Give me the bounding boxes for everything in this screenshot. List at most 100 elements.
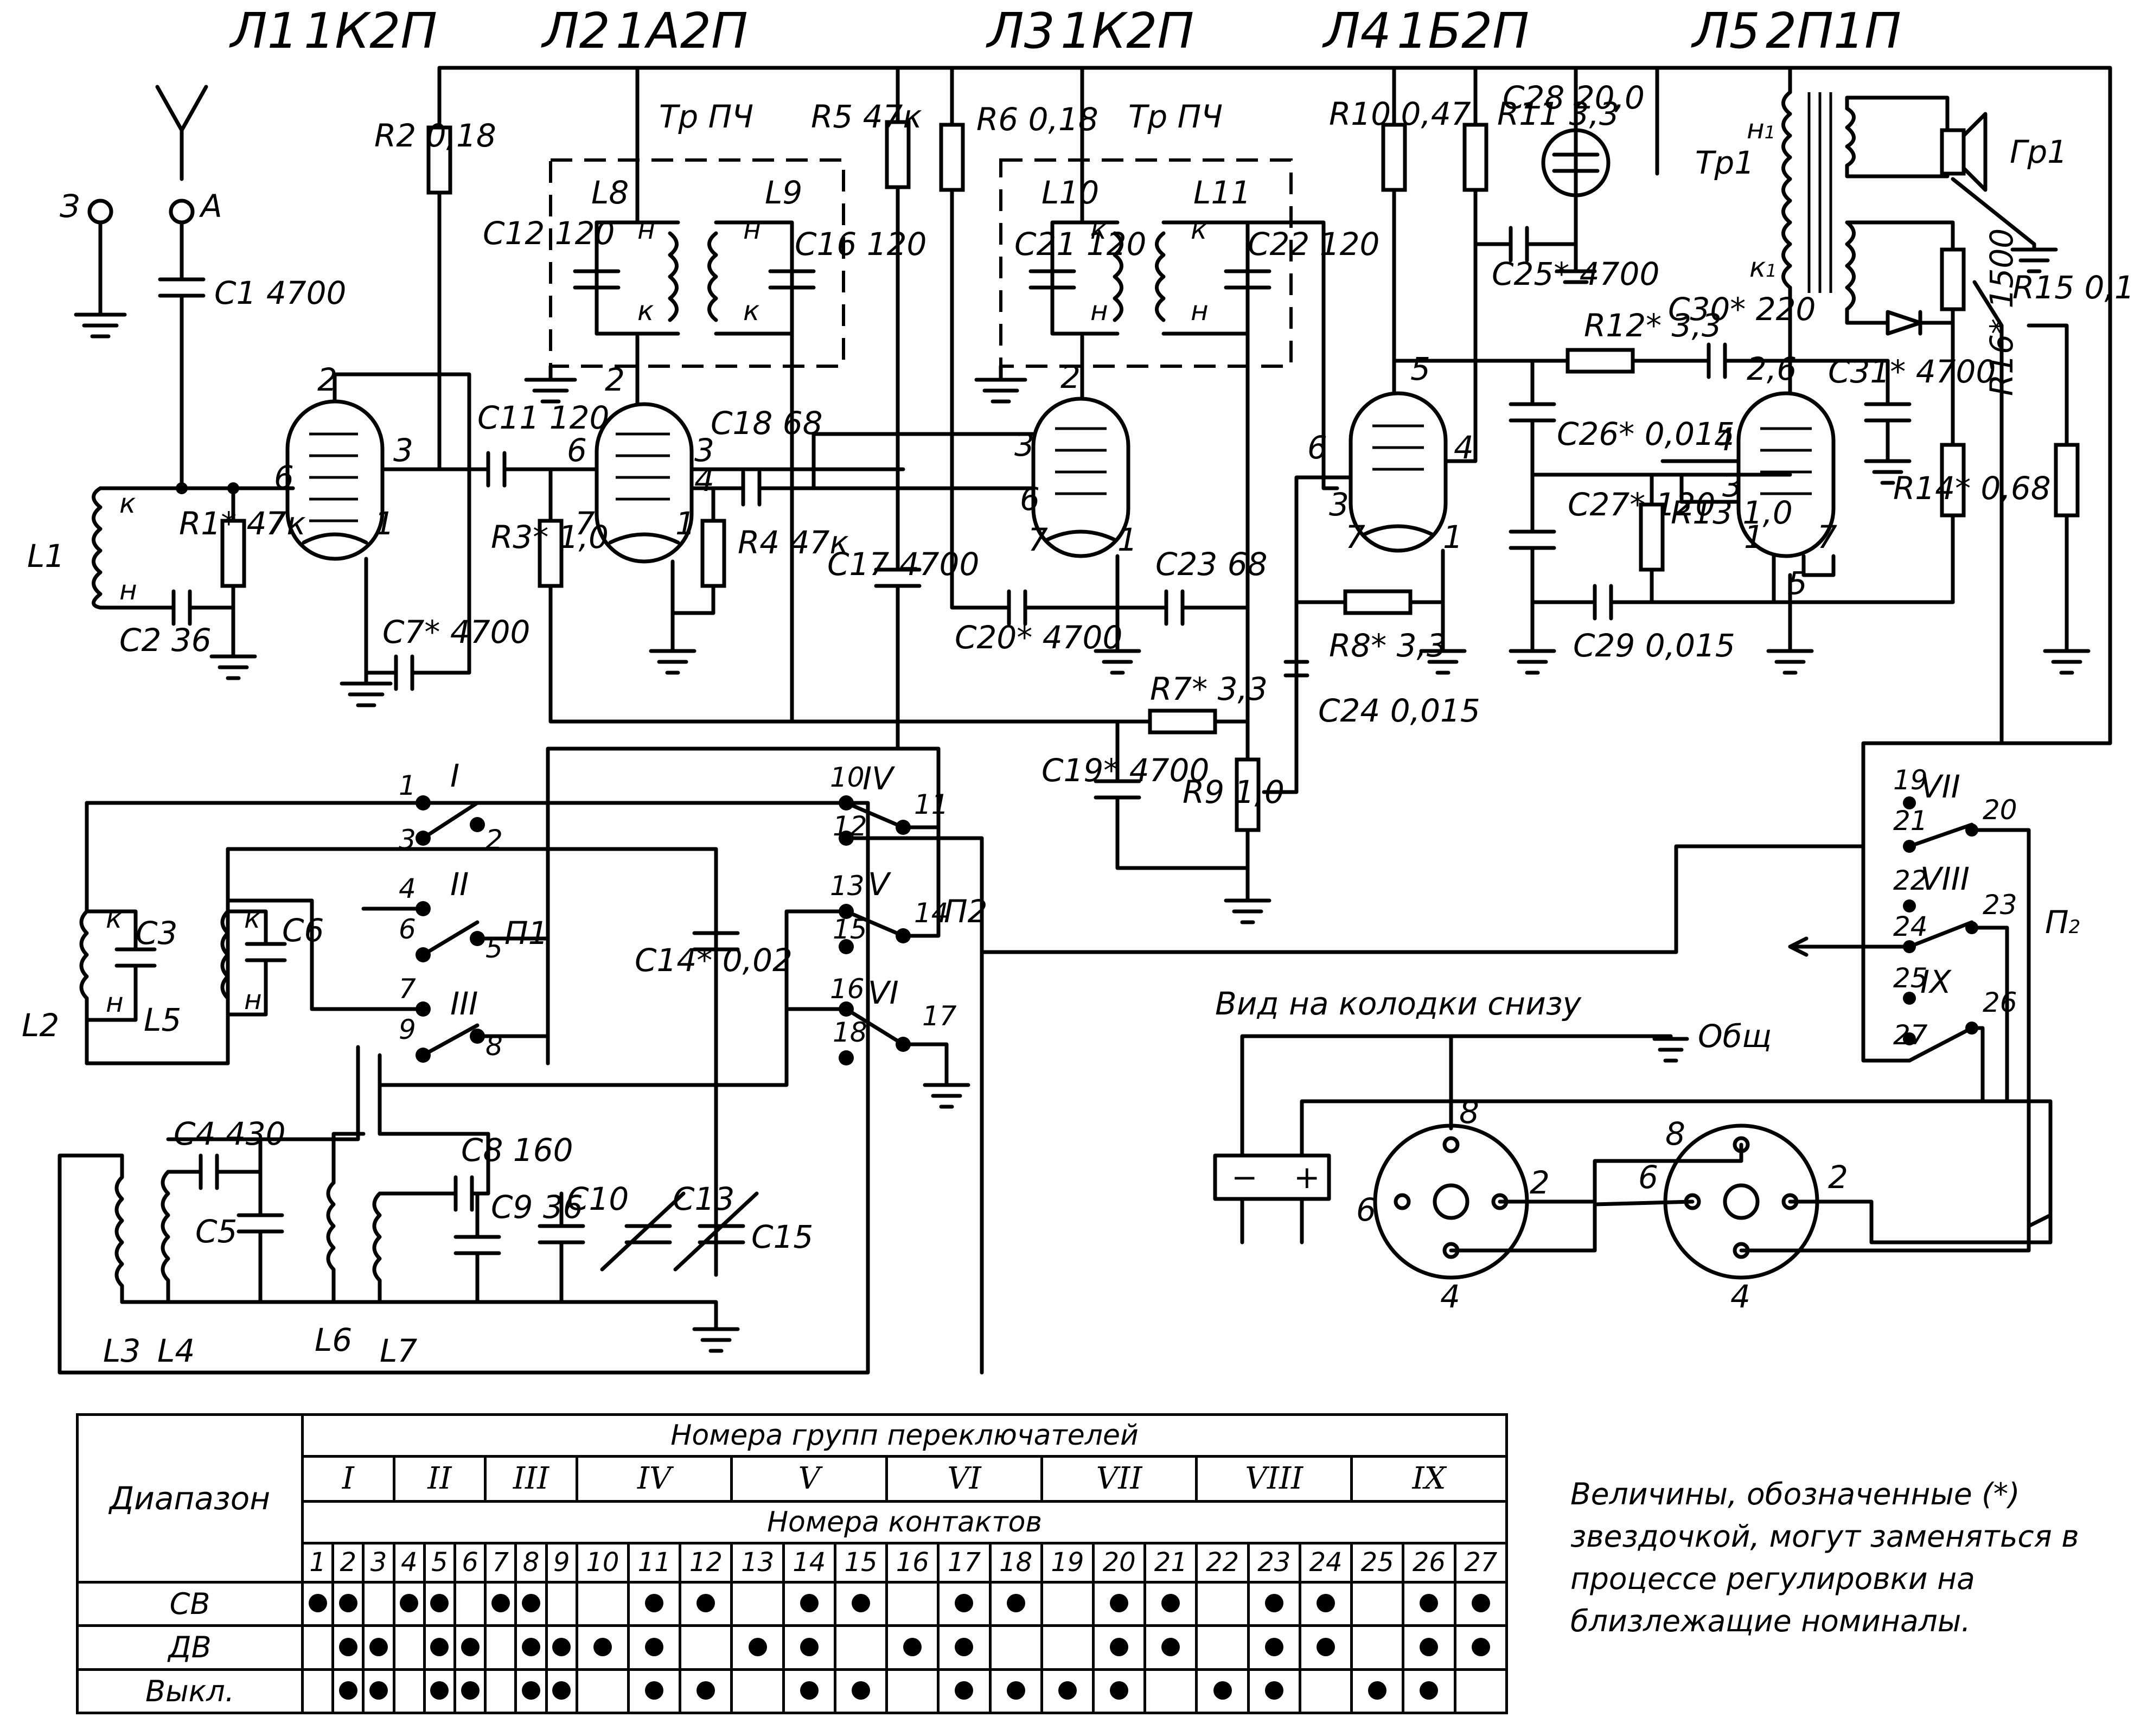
closed-contact-dot [369,1637,388,1656]
closed-contact-dot [1420,1637,1439,1656]
antenna-terminal[interactable] [169,199,195,225]
contact-number: 23 [1247,1541,1301,1584]
socket-b-pin-6: 6 [1638,1159,1658,1196]
svg-text:к1: к1 [1749,252,1777,283]
contact-cell [423,1624,457,1671]
ground-terminal[interactable] [87,199,113,225]
contact-cell [1350,1580,1405,1628]
closed-contact-dot [1058,1681,1077,1700]
antenna-terminal-label: А [199,188,222,225]
svg-text:17: 17 [922,1000,957,1032]
l11-label: L11 [1193,174,1251,211]
group-header: VII [1040,1454,1198,1503]
c30-label: С30* 220 [1668,291,1816,328]
c29-label: С29 0,015 [1573,627,1735,664]
contact-cell [833,1580,889,1628]
contact-cell [988,1668,1043,1715]
svg-text:н: н [106,987,124,1018]
contact-number: 7 [484,1541,517,1584]
r2-label: R2 0,18 [374,117,496,154]
contact-number: 21 [1143,1541,1198,1584]
if2-label: Тр ПЧ [1128,98,1223,135]
contact-number: 20 [1092,1541,1147,1584]
svg-text:4: 4 [399,873,416,904]
r6-resistor [939,123,965,192]
if1-label: Тр ПЧ [659,98,753,135]
contact-cell [937,1668,992,1715]
contact-cell [1247,1580,1301,1628]
contact-number: 10 [575,1541,630,1584]
closed-contact-dot [1264,1637,1283,1656]
svg-text:7: 7 [266,505,286,542]
contact-cell [937,1580,992,1628]
closed-contact-dot [1368,1681,1387,1700]
r3-label: R3* 1,0 [491,519,609,556]
contact-cell [453,1668,487,1715]
tolerance-note: Величины, обозначенные (*) звездочкой, м… [1570,1477,2079,1638]
contact-number: 26 [1402,1541,1456,1584]
svg-text:16: 16 [830,973,865,1005]
svg-text:н: н [1090,295,1108,327]
svg-text:к: к [743,295,759,327]
svg-text:7: 7 [399,973,416,1005]
contact-cell [1040,1624,1095,1671]
svg-text:4: 4 [1714,421,1734,458]
band-coil-bank: L2 С3 L5 С6 кн кн С4 430 С5 С8 160 С9 36… [22,801,813,1369]
speaker-label: Гр1 [2010,133,2067,170]
contact-cell [782,1624,836,1671]
contact-cell [392,1624,426,1671]
contact-cell [1247,1624,1301,1671]
svg-text:н: н [119,575,137,606]
r4-resistor [700,519,726,588]
c14-label: С14* 0,02 [635,942,793,979]
svg-text:к: к [1191,214,1207,245]
contact-cell [423,1580,457,1628]
contact-cell [833,1624,889,1671]
contact-cell [362,1624,395,1671]
c8-label: С8 160 [461,1132,573,1169]
contact-number: 17 [937,1541,992,1584]
contact-cell [1402,1668,1456,1715]
closed-contact-dot [593,1637,612,1656]
contact-cell [301,1668,335,1715]
contact-cell [1298,1580,1353,1628]
group-vi-label: VI [868,974,899,1011]
group-header: V [730,1454,889,1503]
closed-contact-dot [1006,1594,1025,1613]
svg-text:25: 25 [1893,962,1928,994]
svg-text:11: 11 [914,789,949,820]
group-iv-label: IV [862,760,896,797]
contact-cell [1195,1624,1250,1671]
contact-number: 8 [514,1541,548,1584]
closed-contact-dot [852,1681,871,1700]
l8-label: L8 [591,174,629,211]
contact-cell [988,1624,1043,1671]
svg-text:3: 3 [393,432,413,469]
contact-cell [331,1668,365,1715]
svg-text:19: 19 [1893,764,1928,796]
group-v-label: V [868,866,892,903]
contact-cell [362,1668,395,1715]
svg-text:20: 20 [1983,794,2017,826]
contact-cell [1298,1624,1353,1671]
r7-resistor [1148,709,1217,735]
contact-number: 14 [782,1541,836,1584]
r14-label: R14* 0,68 [1893,470,2051,507]
battery-plug[interactable] [1213,1153,1331,1201]
c1-label: С1 4700 [214,275,346,311]
svg-text:6: 6 [1307,429,1327,466]
svg-text:н: н [637,214,655,245]
closed-contact-dot [1161,1637,1180,1656]
contact-cell [1195,1668,1250,1715]
closed-contact-dot [308,1594,327,1613]
closed-contact-dot [1420,1681,1439,1700]
c13-label: С13 [673,1180,734,1217]
socket-a-pin-4: 4 [1440,1278,1460,1315]
l1-input-circuit: L1 кн С2 36 R1* 47к [27,482,305,680]
